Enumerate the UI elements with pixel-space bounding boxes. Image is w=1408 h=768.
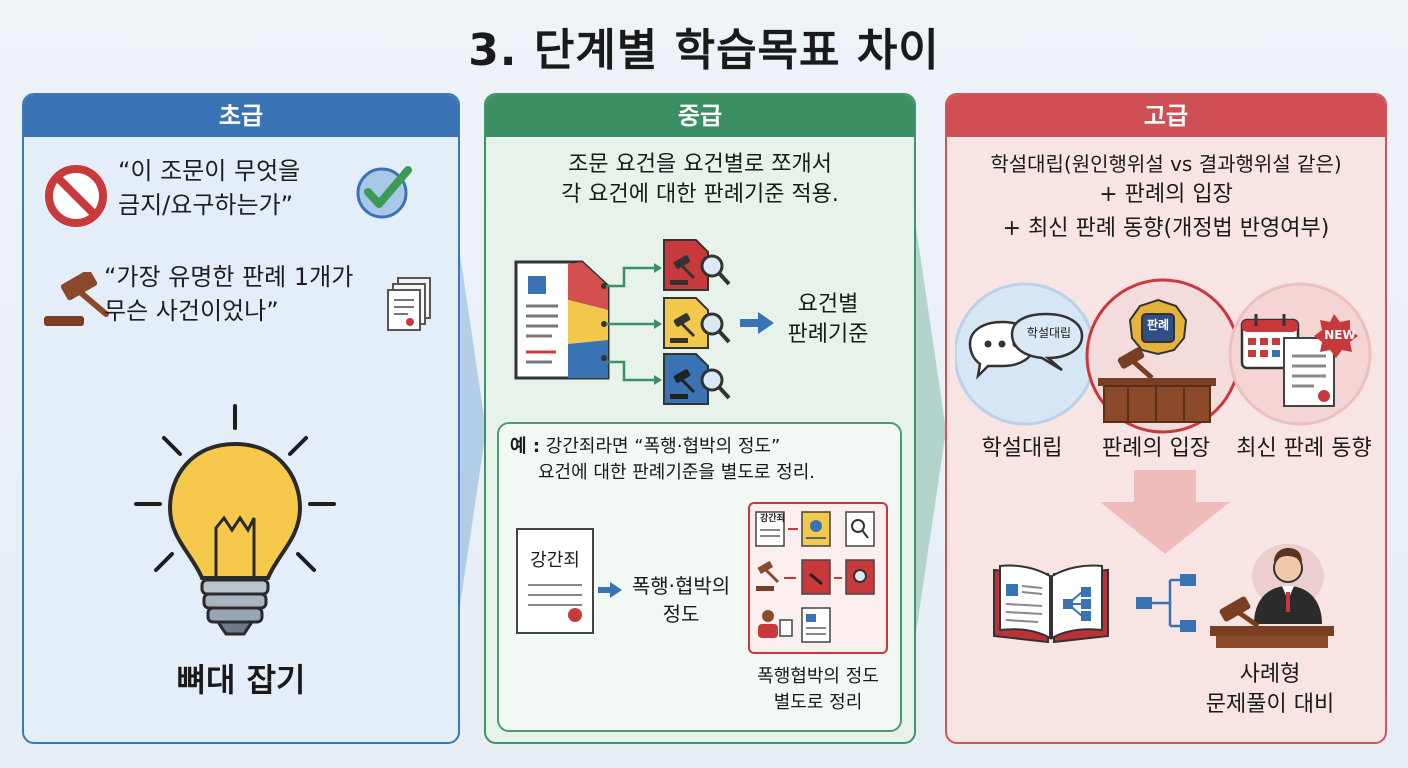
arrow-right-icon xyxy=(740,312,774,334)
precedent-grid-icons xyxy=(755,511,875,643)
mini-doc-label: 강간죄 xyxy=(760,514,785,524)
intro-line: + 판례의 입장 xyxy=(1099,182,1233,207)
intro-line: 학설대립(원인행위설 vs 결과행위설 같은) xyxy=(990,152,1342,176)
branch-connector-icon xyxy=(606,263,662,385)
label-precedent: 판례의 입장 xyxy=(1101,436,1211,461)
summary-line: 폭행협박의 정도 xyxy=(757,666,879,687)
split-document-icon xyxy=(514,260,610,380)
summary-line: 별도로 정리 xyxy=(773,692,863,713)
label-trend: 최신 판례 동향 xyxy=(1236,436,1372,461)
requirement-line: 폭행·협박의 xyxy=(631,574,731,598)
arrow-right-icon xyxy=(598,582,622,598)
statute-document-label: 강간죄 xyxy=(530,550,580,571)
example-prefix: 예 : xyxy=(510,436,541,457)
result-line: 판례기준 xyxy=(787,322,869,347)
case-search-icon-red xyxy=(663,239,731,291)
result-line: 요건별 xyxy=(797,292,859,317)
result-line: 문제풀이 대비 xyxy=(1205,692,1335,717)
quote-line: 금지/요구하는가” xyxy=(118,191,294,219)
quote-line: “이 조문이 무엇을 xyxy=(118,157,301,185)
quote-line: “가장 유명한 판례 1개가 xyxy=(104,263,354,291)
intro-line: 조문 요건을 요건별로 쪼개서 xyxy=(568,152,832,177)
courthouse-icon xyxy=(1098,298,1216,423)
requirement-line: 정도 xyxy=(662,602,700,626)
new-badge: NEW xyxy=(1324,328,1356,342)
arrow-right-icon xyxy=(912,200,946,660)
judge-icon xyxy=(1210,544,1334,648)
example-line: 강간죄라면 “폭행·협박의 정도” xyxy=(545,436,781,457)
beginner-header: 초급 xyxy=(24,95,458,137)
case-search-icon-blue xyxy=(663,353,731,405)
example-line: 요건에 대한 판례기준을 별도로 정리. xyxy=(538,462,816,483)
documents-icon xyxy=(387,277,431,331)
intermediate-header: 중급 xyxy=(486,95,914,137)
beginner-footer: 뼈대 잡기 xyxy=(176,661,306,699)
new-document-icon xyxy=(1283,314,1358,407)
result-line: 사례형 xyxy=(1239,662,1301,687)
gavel-icon xyxy=(44,272,109,326)
lightbulb-icon xyxy=(134,404,336,636)
intro-line: + 최신 판례 동향(개정법 반영여부) xyxy=(1002,216,1330,241)
arrow-down-icon xyxy=(1100,470,1230,554)
intro-line: 각 요건에 대한 판례기준 적용. xyxy=(561,182,839,207)
page-title: 3. 단계별 학습목표 차이 xyxy=(468,25,940,76)
advanced-header: 고급 xyxy=(947,95,1385,137)
label-theory: 학설대립 xyxy=(981,436,1063,461)
open-book-icon xyxy=(993,564,1109,644)
seal-text: 판례 xyxy=(1146,318,1170,332)
bubble-text: 학설대립 xyxy=(1026,326,1072,340)
quote-line: 무슨 사건이었나” xyxy=(104,297,279,325)
branch-diagram-icon xyxy=(1136,574,1196,632)
arrow-right-icon xyxy=(452,200,486,660)
prohibition-icon xyxy=(45,165,107,227)
statute-document: 강간죄 xyxy=(516,528,594,634)
speech-bubbles-icon xyxy=(968,312,1084,380)
check-icon xyxy=(356,166,412,219)
case-search-icon-yellow xyxy=(663,297,731,349)
